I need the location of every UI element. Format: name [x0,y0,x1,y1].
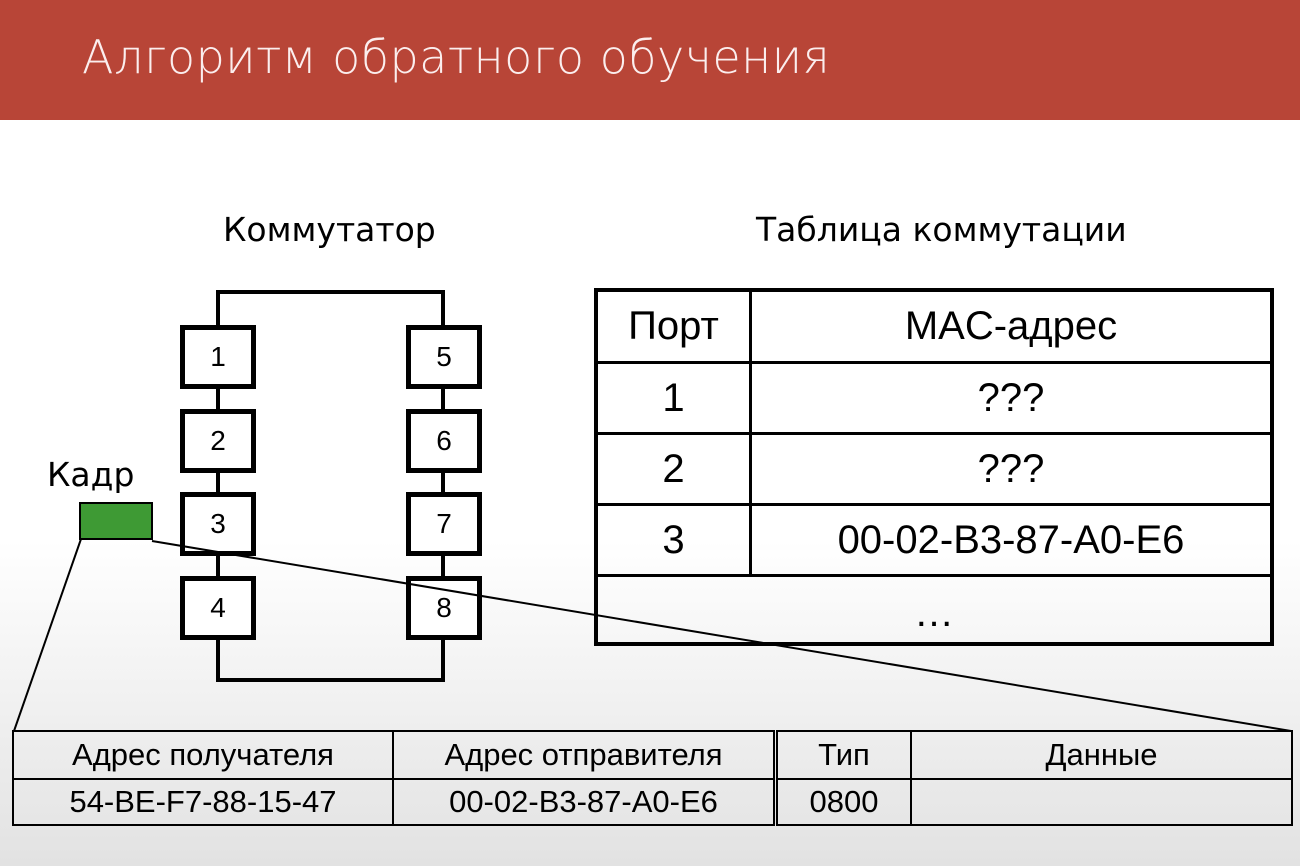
type-header: Тип [776,730,912,780]
frame-label: Кадр [47,455,135,494]
table-row: 3 00-02-B3-87-A0-E6 [598,506,1270,577]
port-label: 4 [210,592,226,623]
switch-port-7: 7 [406,492,482,556]
mac-cell: ??? [977,375,1045,420]
port-label: 3 [210,508,226,539]
src-address-value: 00-02-B3-87-A0-E6 [392,778,775,826]
type-value: 0800 [776,778,912,826]
dest-address-header: Адрес получателя [12,730,394,780]
data-header: Данные [910,730,1293,780]
table-ellipsis-row: … [598,577,1270,642]
slide-header: Алгоритм обратного обучения [0,0,1300,120]
switch-port-6: 6 [406,409,482,473]
table-row: 2 ??? [598,435,1270,506]
mac-cell: ??? [977,446,1045,491]
zoom-line-left [13,538,82,732]
switch-port-5: 5 [406,325,482,389]
port-cell: 1 [598,364,752,432]
port-cell: 3 [598,506,752,574]
mac-cell: 00-02-B3-87-A0-E6 [837,517,1185,562]
src-address-header: Адрес отправителя [392,730,775,780]
switch-port-8: 8 [406,576,482,640]
slide-title: Алгоритм обратного обучения [82,30,831,84]
port-label: 2 [210,425,226,456]
switch-title: Коммутатор [223,210,436,249]
switching-table: Порт MAC-адрес 1 ??? 2 ??? 3 00-02-B3-87… [594,288,1274,646]
switch-port-1: 1 [180,325,256,389]
frame-structure-table: Адрес получателя Адрес отправителя Тип Д… [12,730,1293,826]
switch-port-3: 3 [180,492,256,556]
port-label: 6 [436,425,452,456]
port-label: 1 [210,341,226,372]
port-label: 8 [436,592,452,623]
switching-table-title: Таблица коммутации [756,210,1127,249]
data-value [910,778,1293,826]
port-column-header: Порт [598,292,752,361]
frame-icon [79,502,153,540]
table-row: 1 ??? [598,364,1270,435]
dest-address-value: 54-BE-F7-88-15-47 [12,778,394,826]
switch-port-2: 2 [180,409,256,473]
port-cell: 2 [598,435,752,503]
switch-port-4: 4 [180,576,256,640]
mac-column-header: MAC-адрес [904,304,1118,348]
table-header-row: Порт MAC-адрес [598,292,1270,364]
port-label: 5 [436,341,452,372]
ellipsis-cell: … [914,591,954,635]
port-label: 7 [436,508,452,539]
